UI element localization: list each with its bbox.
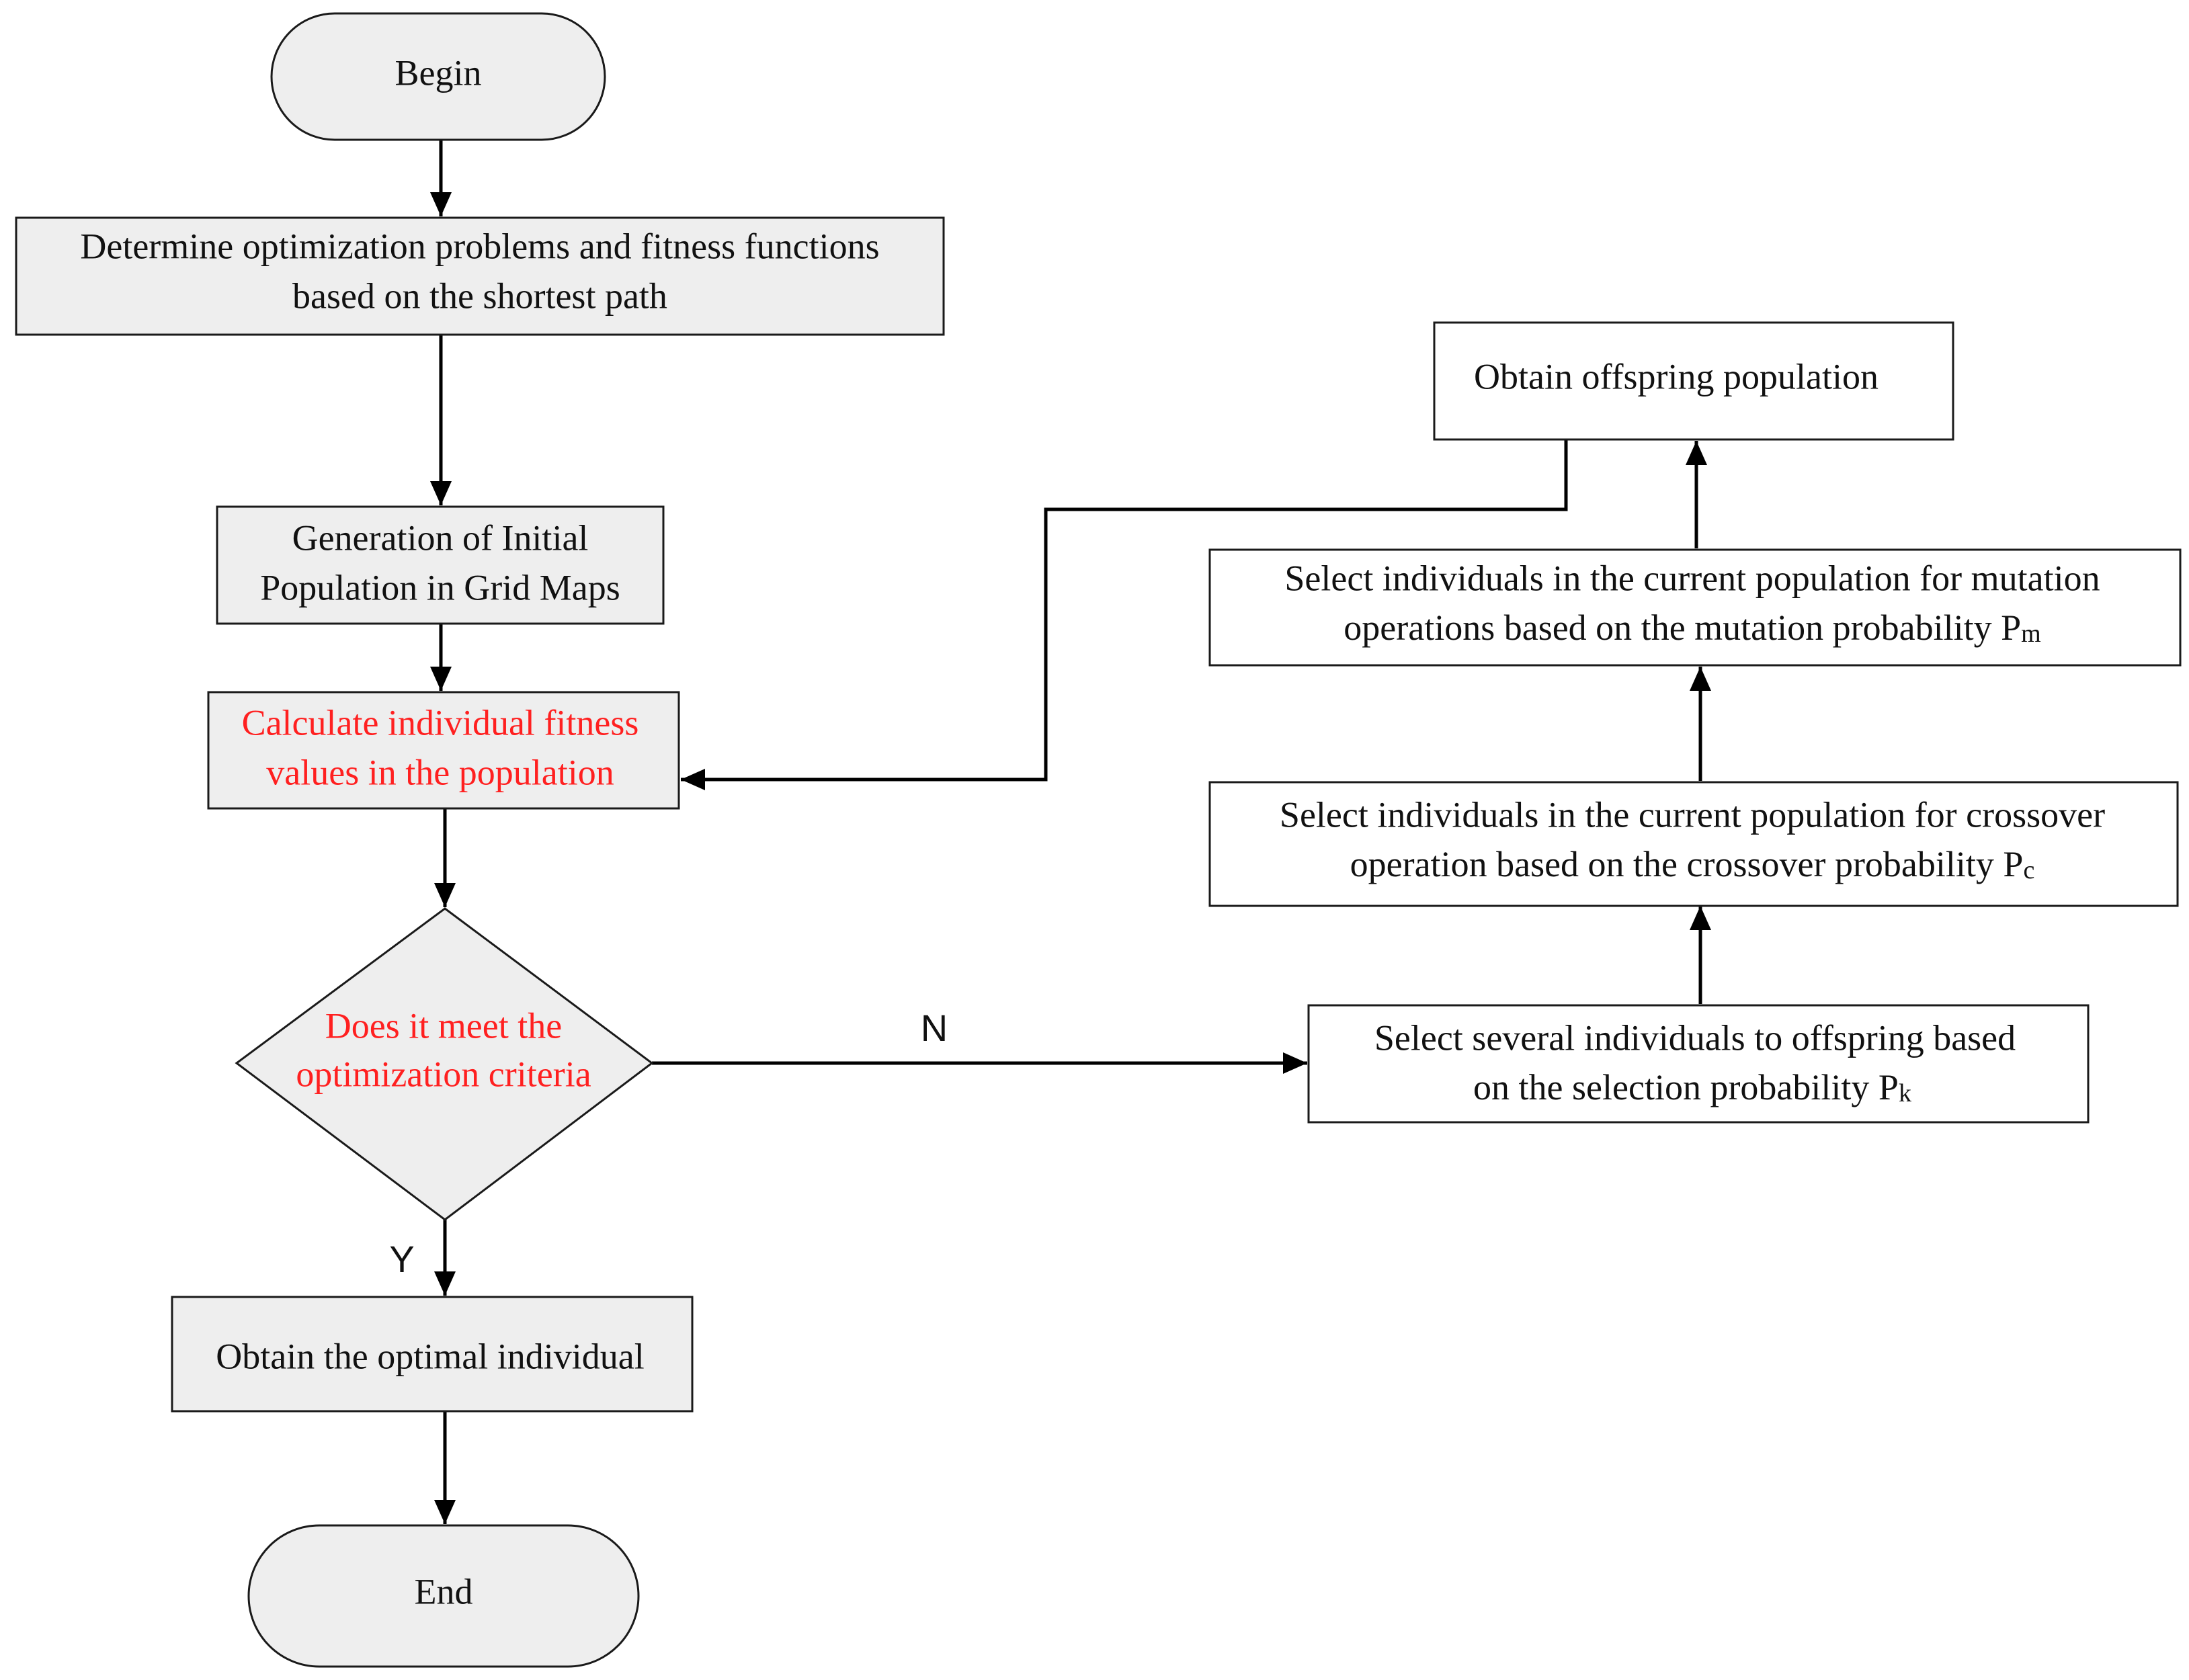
edges bbox=[430, 140, 1711, 1524]
begin-terminal-shape bbox=[270, 12, 606, 141]
end-node: End bbox=[247, 1524, 640, 1668]
crossover-subscript: c bbox=[2023, 856, 2034, 884]
edge-offspring-loop-back bbox=[681, 439, 1568, 790]
offspring-box bbox=[1433, 321, 1954, 441]
mutation-box bbox=[1208, 548, 2182, 667]
select-offspring-label-line2: on the selection probability Pk bbox=[1473, 1067, 1911, 1107]
select-offspring-subscript: k bbox=[1899, 1079, 1911, 1107]
optimal-box bbox=[171, 1296, 694, 1413]
crossover-label-line2: operation based on the crossover probabi… bbox=[1350, 844, 2035, 884]
crossover-node: Select individuals in the current popula… bbox=[1208, 781, 2179, 907]
calculate-box bbox=[207, 691, 680, 810]
calculate-label-line1: Calculate individual fitness bbox=[242, 702, 639, 743]
offspring-label: Obtain offspring population bbox=[1474, 356, 1878, 396]
generation-label-line1: Generation of Initial bbox=[292, 517, 589, 558]
optimal-node: Obtain the optimal individual bbox=[171, 1296, 694, 1413]
mutation-label-line2: operations based on the mutation probabi… bbox=[1344, 607, 2040, 648]
mutation-label-line1: Select individuals in the current popula… bbox=[1284, 558, 2100, 598]
mutation-line2-text: operations based on the mutation probabi… bbox=[1344, 607, 2021, 648]
determine-label-line1: Determine optimization problems and fitn… bbox=[80, 226, 879, 266]
calculate-label-line2: values in the population bbox=[266, 752, 614, 792]
generation-node: Generation of Initial Population in Grid… bbox=[216, 505, 665, 625]
begin-label: Begin bbox=[395, 52, 482, 93]
determine-node: Determine optimization problems and fitn… bbox=[15, 216, 945, 336]
decision-node: Does it meet the optimization criteria bbox=[235, 907, 654, 1221]
select-offspring-box bbox=[1307, 1004, 2090, 1124]
edge-label-yes: Y bbox=[389, 1238, 414, 1280]
end-label: End bbox=[415, 1571, 473, 1611]
offspring-node: Obtain offspring population bbox=[1433, 321, 1954, 441]
crossover-line2-text: operation based on the crossover probabi… bbox=[1350, 844, 2024, 884]
generation-box bbox=[216, 505, 665, 625]
select-offspring-label-line1: Select several individuals to offspring … bbox=[1374, 1017, 2016, 1058]
generation-label-line2: Population in Grid Maps bbox=[260, 567, 620, 607]
edge-label-no: N bbox=[921, 1007, 948, 1049]
select-offspring-node: Select several individuals to offspring … bbox=[1307, 1004, 2090, 1124]
calculate-node: Calculate individual fitness values in t… bbox=[207, 691, 680, 810]
decision-label-line2: optimization criteria bbox=[296, 1054, 591, 1094]
decision-diamond bbox=[235, 907, 654, 1221]
decision-label-line1: Does it meet the bbox=[325, 1005, 562, 1046]
optimal-label: Obtain the optimal individual bbox=[216, 1336, 644, 1376]
crossover-box bbox=[1208, 781, 2179, 907]
end-terminal-shape bbox=[247, 1524, 640, 1668]
determine-label-line2: based on the shortest path bbox=[292, 276, 667, 316]
mutation-node: Select individuals in the current popula… bbox=[1208, 548, 2182, 667]
select-offspring-line2-text: on the selection probability P bbox=[1473, 1067, 1899, 1107]
begin-node: Begin bbox=[270, 12, 606, 141]
mutation-subscript: m bbox=[2021, 620, 2041, 648]
determine-box bbox=[15, 216, 945, 336]
crossover-label-line1: Select individuals in the current popula… bbox=[1280, 794, 2105, 835]
